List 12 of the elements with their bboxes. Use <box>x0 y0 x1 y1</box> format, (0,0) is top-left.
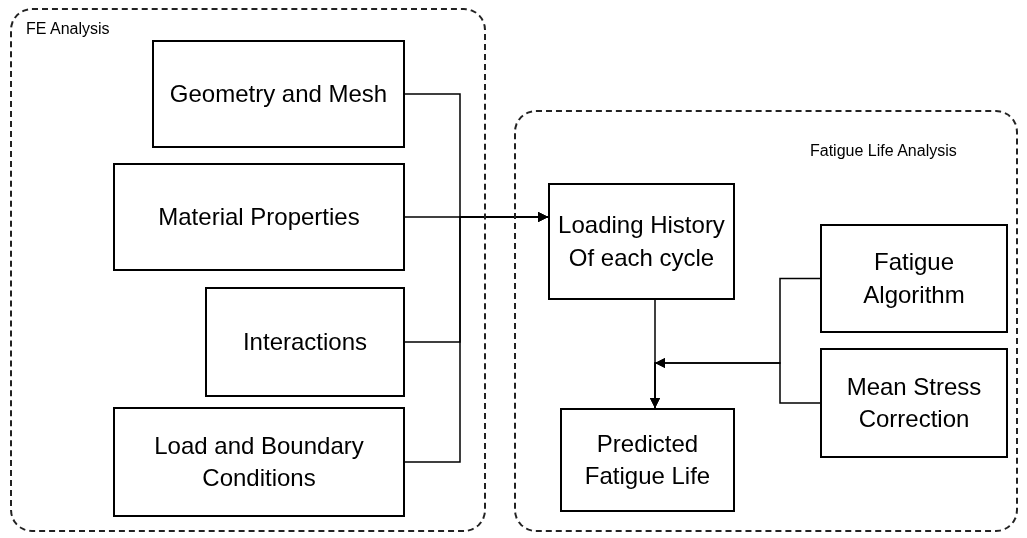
dashed-group-frame <box>514 110 1018 532</box>
process-box: Predicted Fatigue Life <box>560 408 735 512</box>
process-box: Mean Stress Correction <box>820 348 1008 458</box>
process-box: Material Properties <box>113 163 405 271</box>
process-box: Load and Boundary Conditions <box>113 407 405 517</box>
process-box: Interactions <box>205 287 405 397</box>
group-heading: FE Analysis <box>26 20 110 38</box>
group-heading: Fatigue Life Analysis <box>810 142 957 160</box>
process-box: Loading History Of each cycle <box>548 183 735 300</box>
process-box: Geometry and Mesh <box>152 40 405 148</box>
dashed-group-frame <box>10 8 486 532</box>
process-box: Fatigue Algorithm <box>820 224 1008 333</box>
